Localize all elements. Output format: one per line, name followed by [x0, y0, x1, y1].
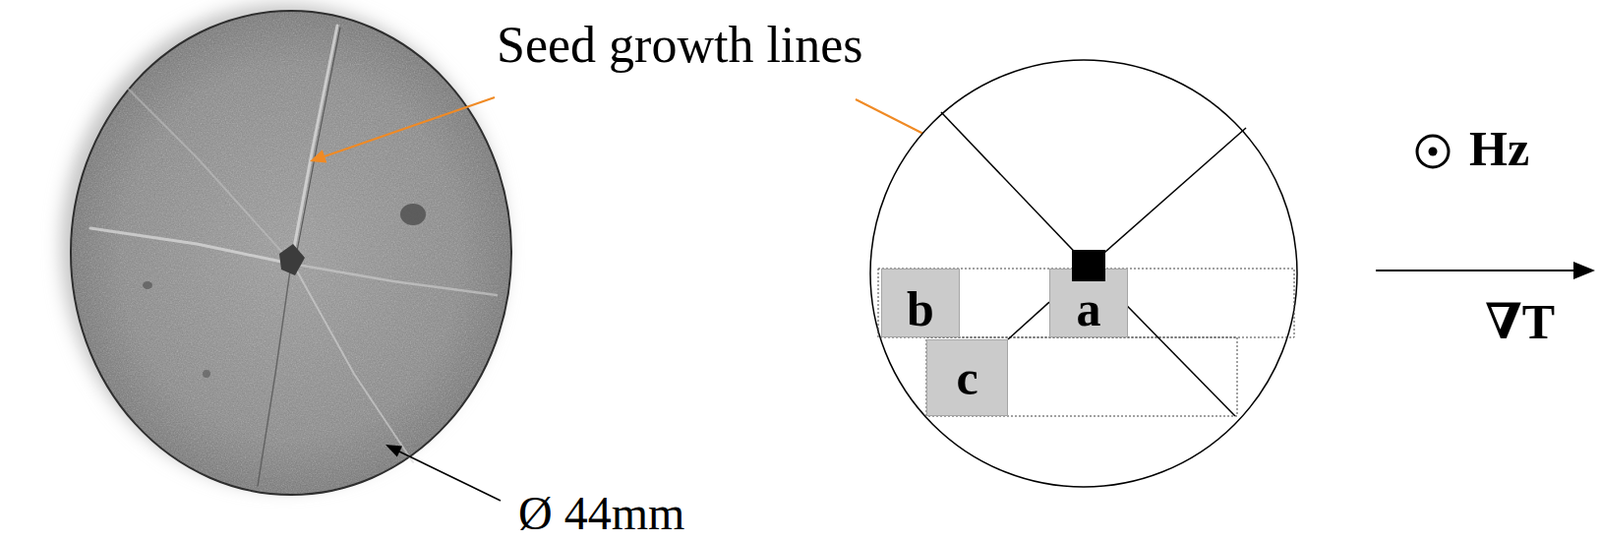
field-symbol-dot [1428, 147, 1438, 157]
sample-box: c [926, 339, 1008, 416]
growth-line [127, 88, 288, 258]
sample-letter: b [906, 284, 935, 334]
sample-letter: a [1076, 284, 1102, 334]
gradient-arrow [1375, 269, 1575, 272]
sample-band [926, 337, 1238, 416]
seed-crystal [279, 243, 305, 276]
growth-line [941, 112, 1089, 267]
photo-spot [142, 281, 153, 290]
callout-label: Seed growth lines [496, 19, 864, 71]
arrow-head [309, 149, 327, 163]
disc-outline [870, 59, 1298, 487]
growth-line [90, 228, 292, 264]
disc-photo [70, 10, 512, 495]
gradient-label: ∇T [1484, 296, 1555, 347]
dimension-label: Ø 44mm [518, 489, 685, 537]
photo-growth-lines [90, 25, 497, 486]
leader-line [324, 97, 495, 157]
leader-line [399, 451, 501, 501]
growth-line [295, 27, 341, 262]
field-symbol [1417, 135, 1449, 168]
growth-line-connector [1007, 301, 1050, 340]
sample-box: a [1049, 268, 1128, 338]
growth-line [295, 267, 414, 463]
field-label: Hz [1469, 123, 1530, 174]
growth-line [257, 263, 292, 486]
sample-band [878, 268, 1295, 338]
arrow-head [1573, 261, 1596, 280]
disc-texture [71, 11, 511, 494]
dimension-arrow [385, 444, 501, 501]
sample-box: b [881, 268, 960, 338]
growth-line [291, 263, 497, 296]
seed-square [1071, 249, 1106, 282]
growth-line [291, 25, 338, 264]
photo-spot [400, 203, 426, 226]
arrow-head [385, 444, 403, 457]
photo-spot [202, 369, 211, 378]
sample-letter: c [955, 353, 978, 403]
leader-arrow [309, 97, 495, 163]
growth-line [1088, 127, 1246, 267]
